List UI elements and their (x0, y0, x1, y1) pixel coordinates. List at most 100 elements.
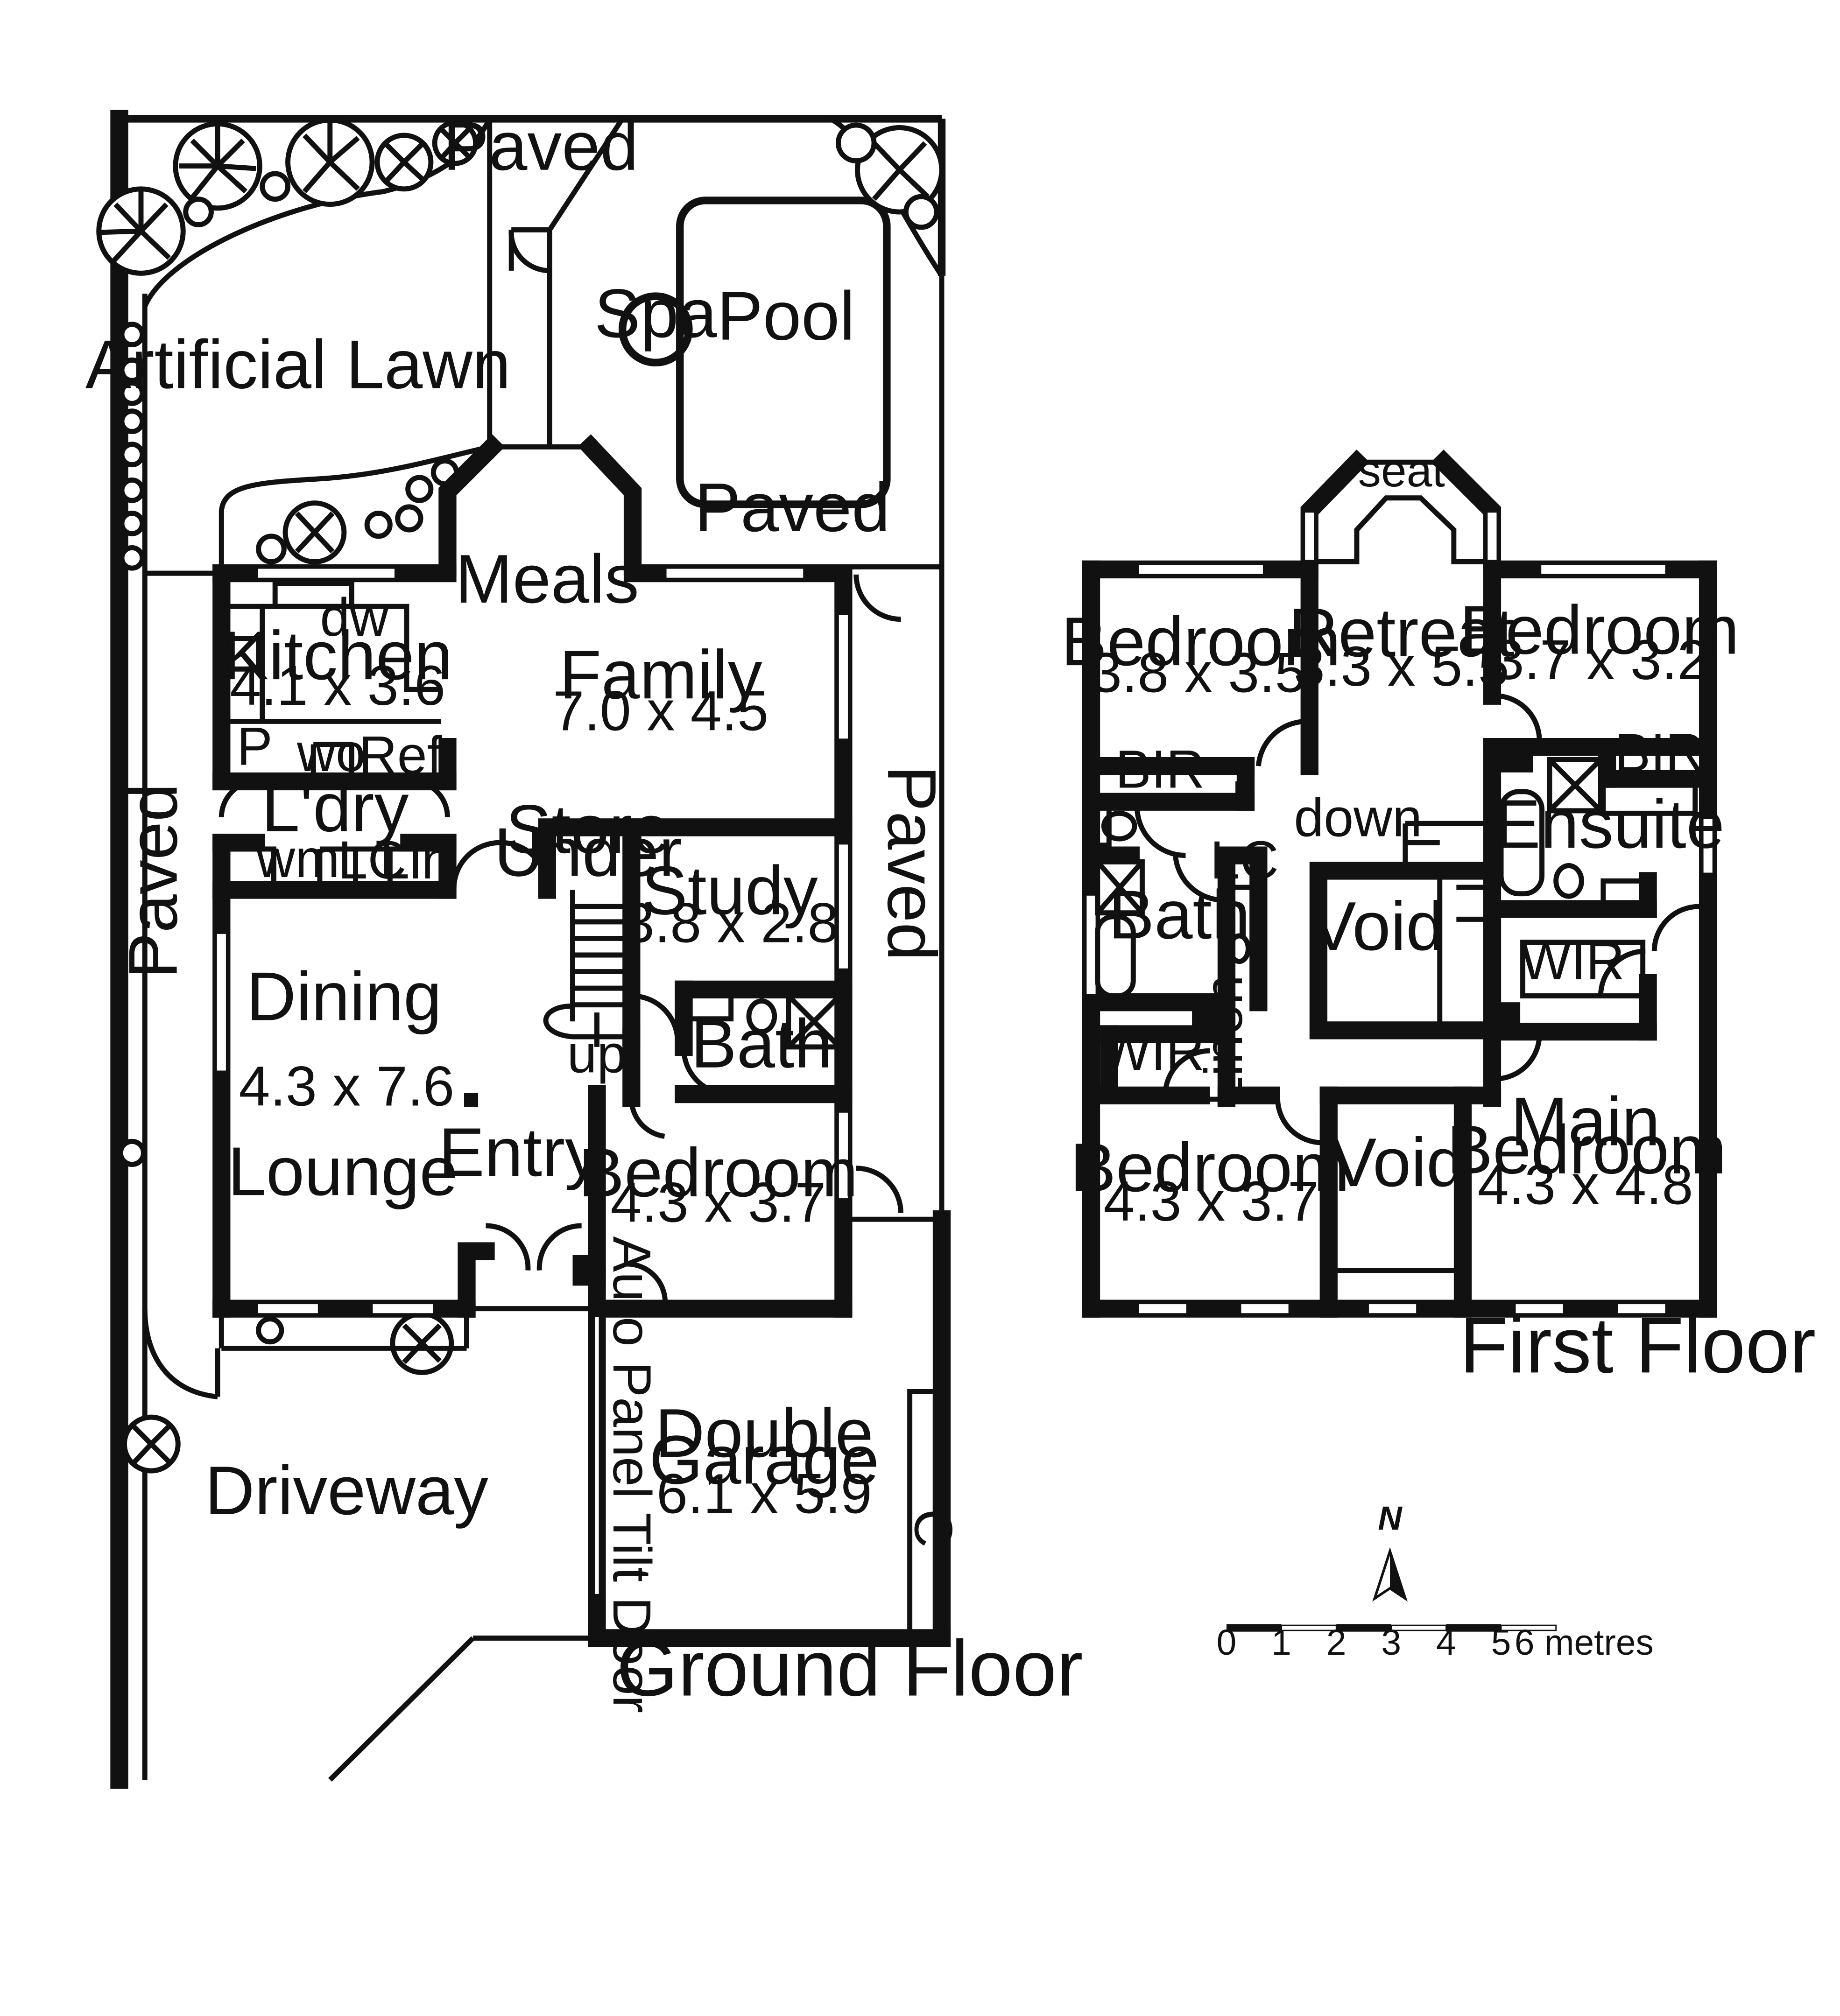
paved-north-label: Paved (443, 108, 639, 185)
stairs-down-label: down (1294, 788, 1422, 848)
scale-tick: 6 metres (1515, 1623, 1654, 1663)
dining-lounge-dimensions: 4.3 x 7.6 (239, 1055, 455, 1118)
tree-icon (835, 122, 877, 164)
bedroom-ne-label: Bedroom (1459, 591, 1739, 668)
tree-icon (405, 475, 434, 503)
tree-icon (119, 442, 145, 468)
doors-ground (142, 574, 903, 1399)
study-dimensions: 3.8 x 2.8 (623, 892, 839, 955)
tree-icon (121, 1414, 181, 1474)
study-label: Study (642, 852, 818, 929)
artificial-lawn-label: Artificial Lawn (85, 326, 511, 403)
main-bedroom-dimensions: 4.3 x 4.8 (1478, 1153, 1693, 1216)
bedroom-ground-dimensions: 4.3 x 3.7 (611, 1171, 826, 1234)
entry-label: Entry (438, 1114, 599, 1191)
bathtub-icon (1498, 789, 1545, 897)
north-label: N (1378, 1500, 1403, 1537)
bedroom-sw-dimensions: 4.3 x 3.7 (1103, 1170, 1319, 1233)
toilet-icon (1101, 810, 1137, 842)
retreat-dimensions: 3.3 x 5.5 (1294, 635, 1509, 698)
tree-icon (119, 408, 145, 434)
linen-label: Lin (380, 830, 451, 890)
garage-dimensions: 6.1 x 5.9 (656, 1462, 872, 1525)
bir-east-label: BIR (1614, 723, 1704, 783)
first-floor: Bedroom 3.8 x 3.5 seat Retreat 3.3 x 5.5… (1061, 445, 1816, 1389)
first-floor-fixtures (1093, 757, 1698, 998)
kitchen-fixtures (225, 581, 441, 888)
tree-icon (119, 322, 145, 347)
kitchen-dimensions: 4.1 x 3.6 (230, 654, 445, 717)
tree-icon (118, 1138, 146, 1167)
toilet-icon (746, 998, 777, 1034)
scale-tick: 4 (1436, 1623, 1456, 1663)
lounge-label: Lounge (228, 1133, 458, 1210)
bir-west-label: BIR (1115, 740, 1205, 800)
bedroom-nw-dimensions: 3.8 x 3.5 (1091, 641, 1306, 704)
tree-icon (119, 511, 145, 536)
main-bedroom-label: Main (1511, 1083, 1660, 1160)
shower-icon (1095, 859, 1145, 916)
sink-icon (272, 581, 354, 609)
pool-area (508, 117, 945, 1220)
family-dimensions: 7.0 x 4.5 (553, 680, 768, 743)
scale-tick: 1 (1271, 1623, 1291, 1663)
tree-icon (119, 380, 145, 406)
void-1-label: Void (1310, 888, 1444, 965)
linen-first-label: Linen (1194, 975, 1254, 1106)
stairs-ground (543, 890, 624, 1047)
tree-icon (855, 125, 945, 215)
vanity-icon (1600, 782, 1698, 816)
compass: N (1372, 1500, 1408, 1602)
tree-icon (374, 133, 434, 192)
linen-cupboard-label: LC (338, 830, 407, 890)
first-floor-labels: Bedroom 3.8 x 3.5 seat Retreat 3.3 x 5.5… (1061, 445, 1816, 1389)
tree-icon (119, 545, 145, 571)
tree-icon (173, 121, 262, 211)
pantry-label: P (237, 716, 273, 776)
scale-tick: 2 (1326, 1623, 1347, 1663)
tree-icon (364, 511, 393, 539)
first-floor-walls (1082, 450, 1717, 1318)
paved-west-label: Paved (115, 783, 192, 979)
cupboard-label: C (903, 1509, 963, 1548)
refrigerator-label: Ref (359, 726, 443, 786)
tree-icon (282, 500, 347, 564)
store-under-label-2: Under (494, 814, 682, 891)
store-under-label: Store (506, 791, 670, 868)
ground-floor-title: Ground Floor (617, 1623, 1083, 1712)
garage-label: Double (655, 1395, 874, 1472)
doors-first (1135, 693, 1699, 1145)
seat-label: seat (1358, 445, 1445, 496)
retreat-label: Retreat (1289, 594, 1515, 671)
site-boundary (110, 110, 946, 1789)
scale-tick: 3 (1382, 1623, 1402, 1663)
pool-label: Pool (717, 278, 855, 355)
bedroom-ne-dimensions: 3.7 x 3.2 (1493, 628, 1709, 691)
dining-label: Dining (247, 958, 442, 1035)
trees (96, 117, 945, 1474)
bathtub-icon (1095, 914, 1136, 998)
column-marker (464, 1093, 479, 1107)
north-arrow-fill (1390, 1551, 1405, 1599)
meals-label: Meals (455, 541, 639, 618)
washing-machine-icon (225, 846, 276, 888)
tree-icon (260, 171, 291, 202)
lc-first-label: LC (1210, 830, 1279, 890)
bedroom-sw-label: Bedroom (1070, 1129, 1350, 1206)
first-floor-title: First Floor (1459, 1300, 1816, 1389)
ground-floor-labels: Artificial Lawn Paved Paved Spa Pool Mea… (85, 108, 1083, 1713)
basin-icon (1227, 933, 1251, 964)
driveway-label: Driveway (205, 1452, 488, 1529)
scale-bar: 0 1 2 3 4 5 6 metres (1217, 1623, 1654, 1663)
family-label: Family (559, 636, 762, 713)
wir-east-label: WIR (1521, 931, 1625, 991)
tree-icon (256, 1316, 284, 1345)
bath-first-label: Bath (1108, 876, 1250, 953)
shower-icon (786, 993, 842, 1050)
bath-ground-label: Bath (691, 1005, 832, 1082)
washing-machine-label: wm (256, 829, 340, 889)
tree-icon (395, 504, 423, 533)
paved-east-label: Paved (873, 766, 950, 961)
scale-tick: 0 (1217, 1623, 1237, 1663)
